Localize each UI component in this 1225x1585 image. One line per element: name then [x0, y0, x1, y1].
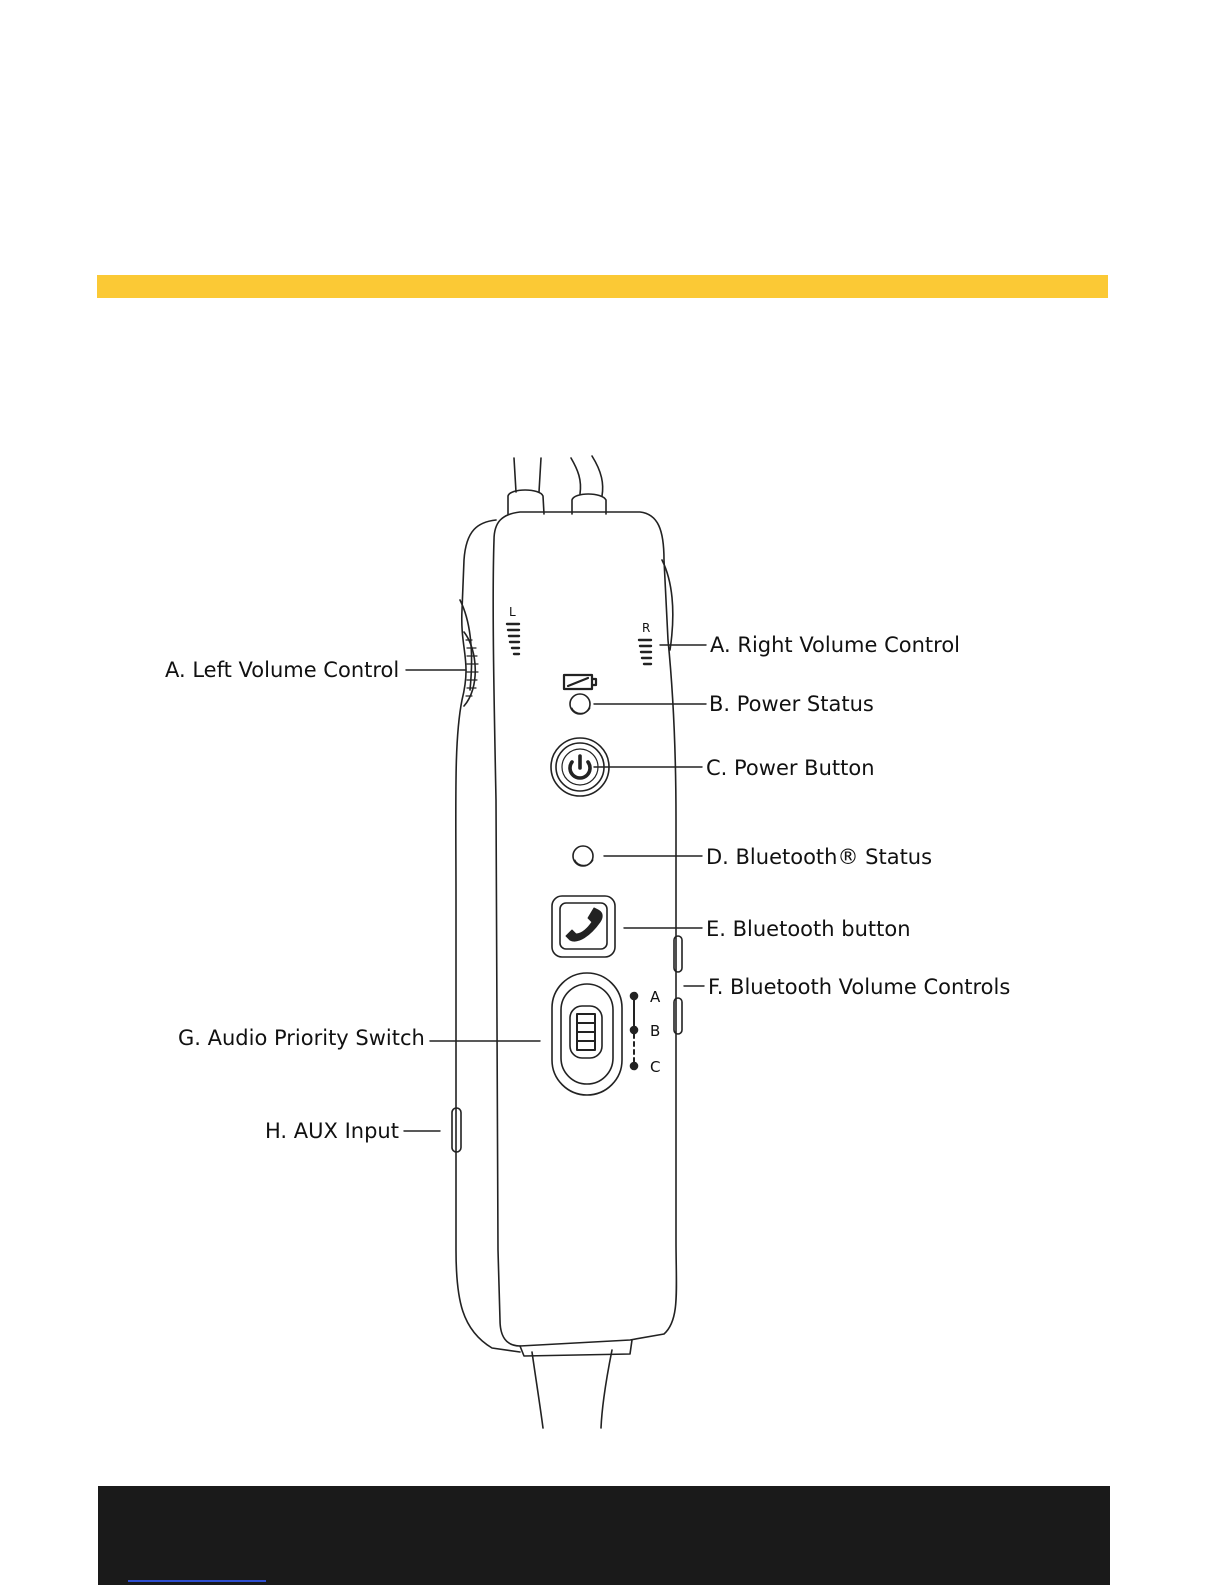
device-shell-side	[456, 520, 520, 1352]
bottom-cable	[532, 1350, 612, 1428]
callout-bluetooth-status: D. Bluetooth® Status	[706, 845, 932, 869]
top-cables	[508, 456, 606, 514]
left-volume-indicator	[507, 624, 519, 654]
callout-leader-lines	[404, 645, 706, 1131]
right-side-label: R	[642, 621, 650, 635]
right-volume-indicator	[639, 640, 651, 664]
callout-left-volume-control: A. Left Volume Control	[165, 658, 399, 682]
switch-slider[interactable]	[577, 1014, 595, 1050]
footer-link-underline	[128, 1580, 266, 1582]
left-side-label: L	[509, 605, 516, 619]
aux-input-port[interactable]	[452, 1108, 461, 1152]
power-icon	[570, 756, 590, 778]
switch-position-indicator	[631, 993, 638, 1070]
callout-bluetooth-button: E. Bluetooth button	[706, 917, 911, 941]
switch-position-b: B	[650, 1022, 660, 1040]
switch-position-a: A	[650, 988, 661, 1006]
callout-bluetooth-volume-controls: F. Bluetooth Volume Controls	[708, 975, 1010, 999]
callout-audio-priority-switch: G. Audio Priority Switch	[178, 1026, 425, 1050]
device-front-face	[493, 512, 676, 1346]
battery-low-icon	[564, 675, 596, 689]
bluetooth-button[interactable]	[552, 896, 615, 957]
callout-power-button: C. Power Button	[706, 756, 875, 780]
phone-handset-icon	[566, 908, 602, 941]
callout-aux-input: H. AUX Input	[265, 1119, 399, 1143]
audio-priority-switch[interactable]	[552, 973, 622, 1095]
switch-position-c: C	[650, 1058, 660, 1076]
callout-power-status: B. Power Status	[709, 692, 874, 716]
footer-bar	[98, 1486, 1110, 1585]
callout-right-volume-control: A. Right Volume Control	[710, 633, 960, 657]
